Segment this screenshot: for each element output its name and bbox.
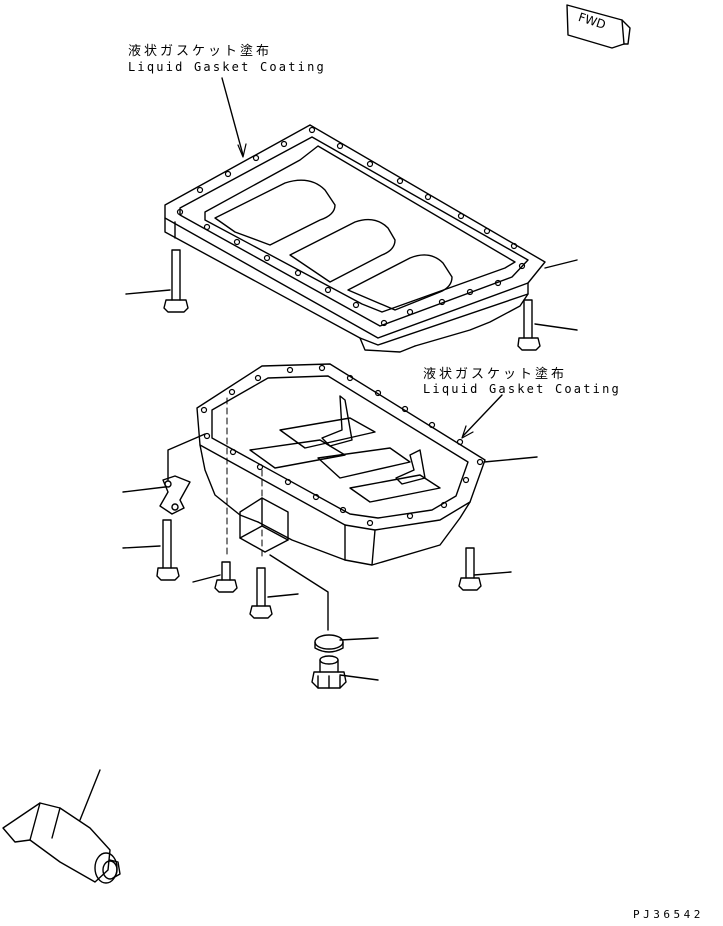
oil-pan xyxy=(196,363,486,566)
callout-2-english: Liquid Gasket Coating xyxy=(423,382,621,396)
bolt-center-1 xyxy=(214,561,238,593)
bracket xyxy=(159,475,191,515)
bolt-left-upper xyxy=(163,249,189,313)
leader-line xyxy=(221,77,244,156)
upper-frame xyxy=(164,124,546,353)
leader-line xyxy=(462,394,503,437)
drain-washer xyxy=(314,634,344,653)
drawing-code: PJ36542 xyxy=(633,908,704,921)
liquid-gasket-tube xyxy=(2,802,121,884)
fwd-arrow-icon xyxy=(566,4,631,49)
callout-1-japanese: 液状ガスケット塗布 xyxy=(128,44,273,59)
drain-plug xyxy=(311,655,347,689)
bolt-left-long xyxy=(156,519,180,581)
callout-2-japanese: 液状ガスケット塗布 xyxy=(423,367,568,382)
bolt-right-upper xyxy=(517,299,541,351)
bolt-right-lower xyxy=(458,547,482,591)
bolt-center-2 xyxy=(249,567,273,619)
callout-1-english: Liquid Gasket Coating xyxy=(128,60,326,74)
